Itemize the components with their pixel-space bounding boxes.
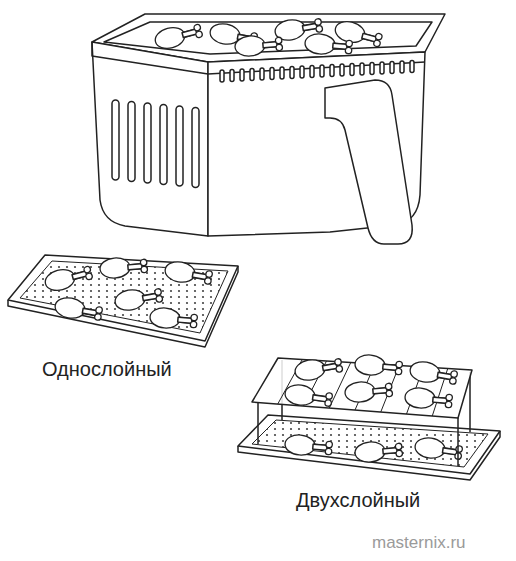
rim-slot xyxy=(350,64,354,76)
rim-slot xyxy=(380,62,384,74)
rim-slot xyxy=(310,66,314,78)
rim-slot xyxy=(300,66,304,78)
rim-slot xyxy=(320,65,324,77)
vent-slot xyxy=(128,102,135,182)
rim-slot xyxy=(400,61,404,73)
rim-slot xyxy=(410,61,414,73)
vent-slot xyxy=(160,105,167,185)
rim-slot xyxy=(370,63,374,75)
rim-slot xyxy=(280,67,284,79)
rim-slot xyxy=(360,63,364,75)
rim-slot xyxy=(290,67,294,79)
rim-slot xyxy=(250,69,254,81)
watermark: masternix.ru xyxy=(372,533,466,553)
rim-slot xyxy=(230,70,234,82)
vent-slot xyxy=(176,106,183,186)
double-rack xyxy=(238,354,500,480)
rim-slot xyxy=(260,68,264,80)
vent-slot xyxy=(192,108,199,188)
rim-slot xyxy=(340,64,344,76)
rim-slot xyxy=(270,68,274,80)
vent-slot xyxy=(112,100,119,180)
single-rack xyxy=(8,255,238,347)
basket xyxy=(92,14,445,244)
rim-slot xyxy=(240,69,244,81)
rim-slot xyxy=(390,62,394,74)
rack-label: Однослойный xyxy=(42,358,172,381)
rim-slot xyxy=(220,70,224,82)
vent-slot xyxy=(144,103,151,183)
rim-slot xyxy=(330,65,334,77)
rack-label: Двухслойный xyxy=(296,489,420,512)
